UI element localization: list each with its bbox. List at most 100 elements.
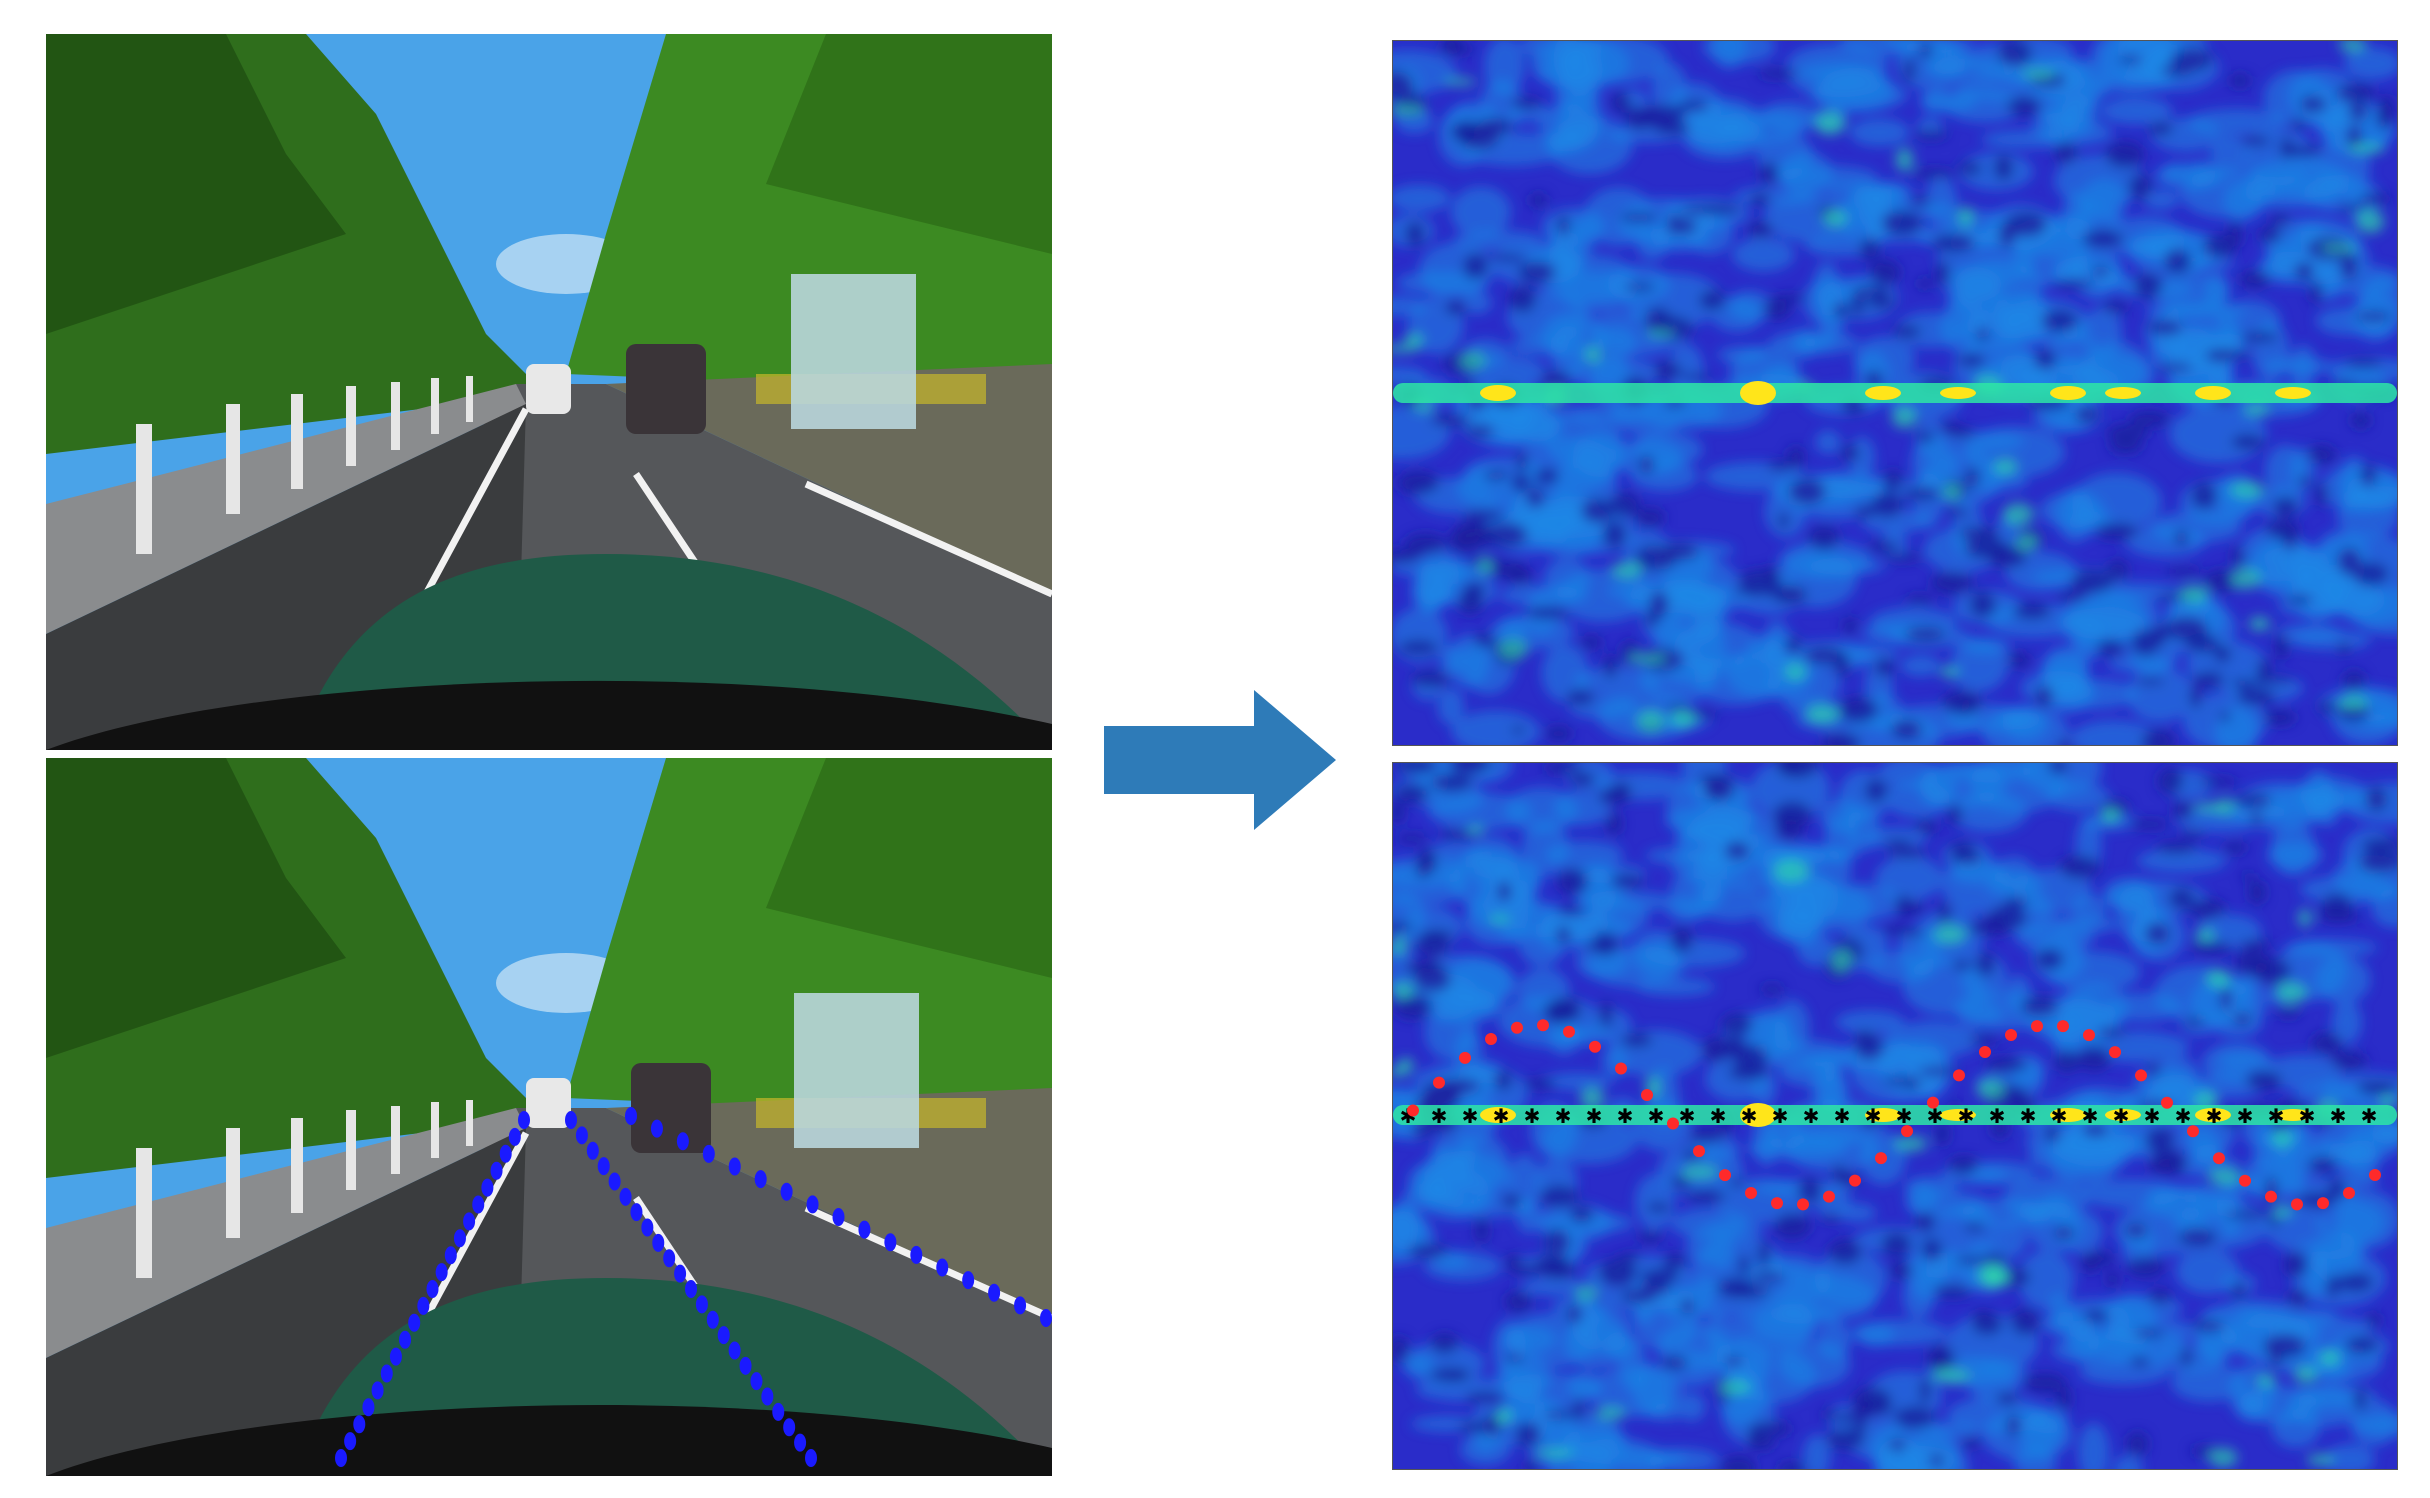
- bright-spot: [2002, 502, 2034, 526]
- dark-spot: [1644, 306, 1673, 335]
- dark-spot: [1677, 218, 1697, 235]
- noise-blob: [2276, 624, 2343, 641]
- dark-spot: [1995, 1392, 2019, 1406]
- noise-blob: [1797, 932, 1835, 967]
- dark-spot: [2272, 495, 2299, 518]
- dark-spot: [1854, 505, 1876, 519]
- curve-point: [1615, 1062, 1627, 1075]
- curve-point: [1641, 1088, 1653, 1101]
- noise-blob: [1424, 1004, 1478, 1061]
- noise-blob: [2311, 1230, 2363, 1284]
- bright-spot: [1459, 351, 1487, 370]
- bright-spot: [1535, 1448, 1574, 1458]
- line-point: ✱: [1431, 1104, 1448, 1128]
- dark-spot: [2184, 1016, 2205, 1027]
- line-point: ✱: [1803, 1104, 1820, 1128]
- noise-blob: [2264, 444, 2307, 499]
- dark-spot: [1457, 590, 1484, 615]
- dark-spot: [1680, 205, 1720, 215]
- curve-point: [1953, 1069, 1965, 1082]
- line-point: ✱: [2361, 1104, 2378, 1128]
- line-point: ✱: [2330, 1104, 2347, 1128]
- dark-suv: [626, 344, 706, 434]
- line-point: ✱: [1989, 1104, 2006, 1128]
- dark-spot: [1458, 1420, 1501, 1434]
- dark-spot: [1556, 926, 1571, 945]
- dark-spot: [2365, 786, 2388, 812]
- dark-spot: [1483, 470, 1509, 481]
- lane-point: [706, 1310, 719, 1329]
- dark-spot: [1920, 1237, 1943, 1261]
- lane-point: [750, 1372, 763, 1391]
- bright-spot: [1976, 1079, 2005, 1100]
- dark-spot: [1835, 1412, 1858, 1424]
- line-point: ✱: [2268, 1104, 2285, 1128]
- bright-spot: [1393, 982, 1414, 999]
- bright-spot: [2338, 695, 2369, 710]
- dark-spot: [1957, 526, 2000, 540]
- dark-spot: [2294, 262, 2314, 281]
- curve-point: [1797, 1198, 1809, 1211]
- dark-spot: [2161, 65, 2193, 77]
- dark-spot: [2283, 1251, 2308, 1279]
- dark-spot: [2350, 412, 2371, 429]
- noise-blob: [1636, 227, 1669, 261]
- ridge-peak: [1740, 1103, 1776, 1127]
- dark-spot: [1439, 828, 1474, 840]
- ridge-peak: [2195, 386, 2231, 400]
- dark-spot: [2074, 405, 2099, 424]
- lane-point: [739, 1356, 752, 1375]
- dark-spot: [2168, 886, 2195, 911]
- dark-spot: [1394, 784, 1430, 804]
- dark-spot: [1566, 1304, 1583, 1324]
- bright-spot: [1478, 556, 1493, 576]
- dark-spot: [2189, 685, 2202, 710]
- dark-spot: [2146, 320, 2183, 335]
- dark-spot: [2258, 226, 2282, 244]
- heatmap-ridge: [1393, 381, 2397, 405]
- dark-spot: [1539, 1184, 1579, 1209]
- curve-point: [1511, 1021, 1523, 1034]
- bright-spot: [2208, 1168, 2242, 1185]
- noise-blob: [1950, 862, 2004, 885]
- dark-spot: [2282, 145, 2323, 157]
- line-point: ✱: [2237, 1104, 2254, 1128]
- bright-spot: [2194, 802, 2224, 813]
- dark-spot: [2034, 686, 2054, 708]
- road-scene-top: [46, 34, 1052, 750]
- noise-blob: [1556, 89, 1603, 148]
- dark-spot: [1728, 1284, 1772, 1299]
- dark-spot: [1759, 984, 1785, 995]
- bright-spot: [2205, 969, 2231, 988]
- noise-blob: [2344, 47, 2397, 80]
- dark-spot: [2041, 309, 2079, 333]
- bright-spot: [1574, 1286, 1599, 1301]
- lane-point: [575, 1126, 588, 1145]
- dark-spot: [2128, 819, 2170, 830]
- lane-point: [858, 1220, 871, 1239]
- dark-spot: [2150, 1149, 2187, 1174]
- noise-blob: [2018, 1415, 2062, 1455]
- dark-spot: [1430, 1332, 1459, 1355]
- ridge-peak: [2105, 387, 2141, 399]
- noise-blob: [1839, 41, 1922, 56]
- noise-blob: [1460, 1433, 1511, 1466]
- dark-spot: [1890, 719, 1923, 741]
- dark-spot: [1497, 881, 1512, 903]
- noise-blob: [1819, 798, 1862, 834]
- dark-spot: [2318, 700, 2337, 715]
- dark-spot: [2170, 47, 2214, 72]
- curve-point: [2187, 1125, 2199, 1138]
- noise-blob: [1750, 763, 1830, 819]
- dark-spot: [2354, 311, 2393, 322]
- detected-lane-points: [335, 1107, 1052, 1467]
- lane-point: [565, 1111, 577, 1129]
- guardrail: [46, 1108, 526, 1358]
- dark-spot: [1854, 1033, 1884, 1061]
- noise-blob: [1748, 1039, 1851, 1070]
- dark-spot: [2325, 1274, 2340, 1299]
- dark-spot: [1407, 1243, 1449, 1258]
- dark-spot: [1770, 584, 1808, 605]
- bright-spot: [1716, 1380, 1751, 1395]
- dark-spot: [2023, 1372, 2067, 1393]
